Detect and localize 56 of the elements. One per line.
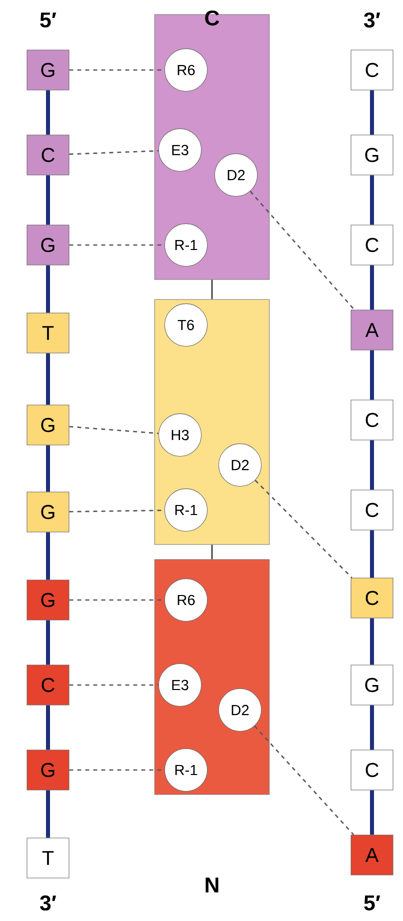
backbone-line xyxy=(46,265,50,313)
end-label: 5′ xyxy=(364,896,380,910)
backbone-line xyxy=(370,175,374,225)
base-box: G xyxy=(26,224,70,266)
backbone-line xyxy=(370,350,374,400)
backbone-line xyxy=(46,90,50,135)
contact-line xyxy=(69,150,158,155)
base-box: G xyxy=(350,664,394,706)
base-box: C xyxy=(26,134,70,176)
linker-line xyxy=(211,280,213,300)
contact-line xyxy=(69,69,164,71)
contact-line xyxy=(69,599,164,601)
base-box: G xyxy=(26,50,70,90)
base-box: C xyxy=(350,400,394,440)
base-box: A xyxy=(350,834,394,876)
contact-line xyxy=(69,769,164,771)
backbone-line xyxy=(370,265,374,310)
backbone-line xyxy=(46,353,50,405)
contact-line xyxy=(69,510,164,512)
base-box: C xyxy=(350,578,394,618)
contact-line xyxy=(69,244,164,246)
backbone-line xyxy=(370,618,374,665)
backbone-line xyxy=(370,440,374,490)
end-label: 3′ xyxy=(364,12,380,28)
backbone-line xyxy=(370,705,374,750)
base-box: A xyxy=(350,310,394,350)
backbone-line xyxy=(46,705,50,750)
backbone-line xyxy=(46,620,50,665)
backbone-line xyxy=(46,532,50,580)
contact-line xyxy=(250,190,355,310)
end-label: N xyxy=(206,878,218,892)
end-label: C xyxy=(205,10,220,26)
base-box: C xyxy=(350,224,394,266)
backbone-line xyxy=(370,790,374,835)
contact-line xyxy=(69,426,159,434)
backbone-line xyxy=(46,445,50,492)
base-box: C xyxy=(350,750,394,790)
backbone-line xyxy=(370,530,374,578)
base-box: T xyxy=(26,838,70,878)
backbone-line xyxy=(370,90,374,135)
linker-line xyxy=(211,544,213,560)
end-label: 5′ xyxy=(40,12,56,28)
base-box: T xyxy=(26,312,70,354)
base-box: C xyxy=(26,664,70,706)
base-box: C xyxy=(350,50,394,90)
contact-line xyxy=(69,684,158,686)
base-box: G xyxy=(26,404,70,446)
contact-line xyxy=(254,480,352,578)
base-box: G xyxy=(350,134,394,176)
backbone-line xyxy=(46,790,50,838)
backbone-line xyxy=(46,175,50,225)
contact-line xyxy=(254,726,354,836)
base-box: G xyxy=(26,492,70,532)
base-box: G xyxy=(26,750,70,790)
base-box: C xyxy=(350,490,394,530)
base-box: G xyxy=(26,580,70,620)
